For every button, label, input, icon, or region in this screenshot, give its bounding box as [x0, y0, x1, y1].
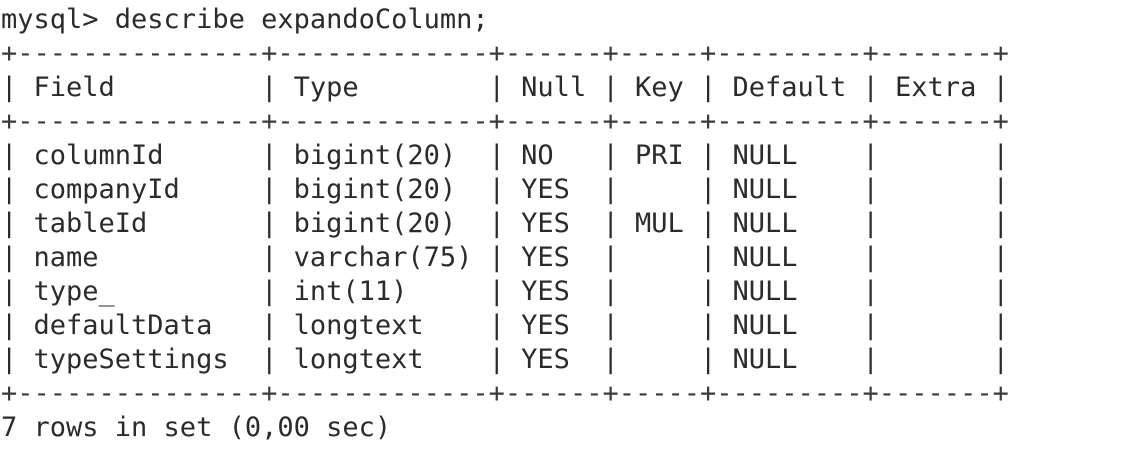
table-row: | columnId | bigint(20) | NO | PRI | NUL… [1, 140, 1009, 171]
table-border-bottom: +---------------+-------------+------+--… [1, 378, 1009, 409]
command-line: mysql> describe expandoColumn; [1, 4, 489, 35]
table-row: | name | varchar(75) | YES | | NULL | | [1, 242, 1009, 273]
table-row: | defaultData | longtext | YES | | NULL … [1, 310, 1009, 341]
table-row: | typeSettings | longtext | YES | | NULL… [1, 344, 1009, 375]
table-header: | Field | Type | Null | Key | Default | … [1, 72, 1009, 103]
table-row: | tableId | bigint(20) | YES | MUL | NUL… [1, 208, 1009, 239]
result-summary: 7 rows in set (0,00 sec) [1, 412, 392, 443]
table-row: | type_ | int(11) | YES | | NULL | | [1, 276, 1009, 307]
table-border-top: +---------------+-------------+------+--… [1, 38, 1009, 69]
table-row: | companyId | bigint(20) | YES | | NULL … [1, 174, 1009, 205]
table-border-header: +---------------+-------------+------+--… [1, 106, 1009, 137]
